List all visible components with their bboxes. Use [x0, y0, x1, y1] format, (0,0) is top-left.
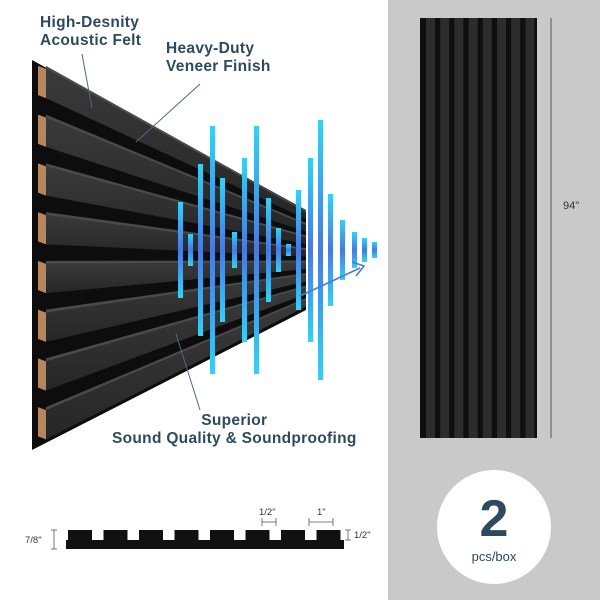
slat-top	[46, 298, 306, 411]
slat-top	[46, 212, 306, 250]
front-slat	[426, 18, 435, 438]
slat-width-dimension: 1"	[317, 507, 326, 518]
superior-label: Superior Sound Quality & Soundproofing	[112, 412, 357, 449]
profile-slat	[68, 530, 92, 541]
slat-wood-edge	[38, 260, 46, 294]
profile-dimension-marks	[51, 518, 351, 550]
wave-bar	[254, 126, 259, 374]
leader-felt	[81, 53, 93, 109]
arrow-right-icon	[299, 261, 366, 297]
front-slat	[468, 18, 478, 438]
slat-face	[46, 166, 306, 244]
profile-slat	[316, 530, 341, 541]
slat-top	[46, 285, 306, 362]
wave-bar	[340, 220, 345, 280]
slat-face	[46, 275, 306, 342]
badge-count: 2	[479, 489, 509, 548]
front-slat	[511, 18, 521, 438]
wave-bar	[308, 158, 313, 342]
wood-slats	[38, 65, 306, 440]
wave-bar	[178, 202, 183, 298]
slat-top	[46, 163, 306, 238]
base-dimension: 1/2"	[354, 530, 371, 541]
veneer-label: Heavy-Duty Veneer Finish	[166, 40, 271, 77]
thickness-dimension: 7/8"	[25, 535, 42, 546]
profile-slat	[103, 530, 128, 541]
wave-bar	[352, 232, 357, 268]
veneer-label-text: Heavy-Duty Veneer Finish	[166, 40, 271, 76]
profile-slat	[281, 530, 305, 541]
sound-wave-icon	[178, 120, 377, 380]
wave-bar	[188, 234, 193, 266]
leader-veneer	[135, 83, 201, 143]
slat-face	[46, 117, 306, 232]
slat-face	[46, 68, 306, 219]
slat-top	[46, 65, 306, 213]
slat-wood-edge	[38, 358, 46, 391]
wave-bar	[232, 232, 237, 268]
slat-wood-edge	[38, 212, 46, 245]
wave-bar	[276, 228, 281, 272]
front-slat	[440, 18, 450, 438]
wave-bar	[328, 194, 333, 306]
profile-slats	[68, 530, 341, 541]
front-slat	[497, 18, 506, 438]
wave-bar	[242, 158, 247, 342]
wave-bar	[362, 238, 367, 262]
slat-face	[46, 287, 306, 391]
wave-bar	[372, 242, 377, 258]
height-dimension: 94"	[563, 200, 580, 212]
wave-bar	[198, 164, 203, 336]
wave-bar	[220, 178, 225, 322]
gap-dimension: 1/2"	[259, 507, 276, 518]
front-slat	[482, 18, 492, 438]
slat-wood-edge	[38, 407, 46, 440]
leader-superior	[175, 333, 201, 411]
slat-wood-edge	[38, 163, 46, 196]
wave-bar	[266, 198, 271, 302]
profile-slat	[139, 530, 163, 541]
felt-label-text: High-Desnity Acoustic Felt	[40, 14, 142, 50]
pieces-badge: 2 pcs/box	[437, 470, 551, 584]
wave-bar	[286, 244, 291, 256]
front-slat	[454, 18, 464, 438]
profile-slat	[210, 530, 234, 541]
slat-face	[46, 300, 306, 440]
slat-wood-edge	[38, 309, 46, 342]
wave-bar	[296, 190, 301, 310]
superior-line1: Superior	[201, 412, 268, 429]
profile-base	[66, 540, 344, 549]
felt-backing	[32, 60, 306, 450]
wave-bar	[318, 120, 323, 380]
slat-wood-edge	[38, 114, 46, 147]
slat-top	[46, 260, 306, 264]
profile-slat	[245, 530, 270, 541]
slat-wood-edge	[38, 65, 46, 99]
front-panel-slats	[426, 18, 535, 438]
front-slat	[525, 18, 535, 438]
superior-line2: Sound Quality & Soundproofing	[112, 430, 357, 448]
slat-top	[46, 114, 306, 225]
slat-face	[46, 215, 306, 257]
badge-unit: pcs/box	[471, 548, 517, 564]
profile-slat	[174, 530, 199, 541]
slat-top	[46, 273, 306, 313]
slat-face	[46, 262, 306, 294]
wave-bar	[210, 126, 215, 374]
felt-label: High-Desnity Acoustic Felt	[40, 14, 141, 51]
